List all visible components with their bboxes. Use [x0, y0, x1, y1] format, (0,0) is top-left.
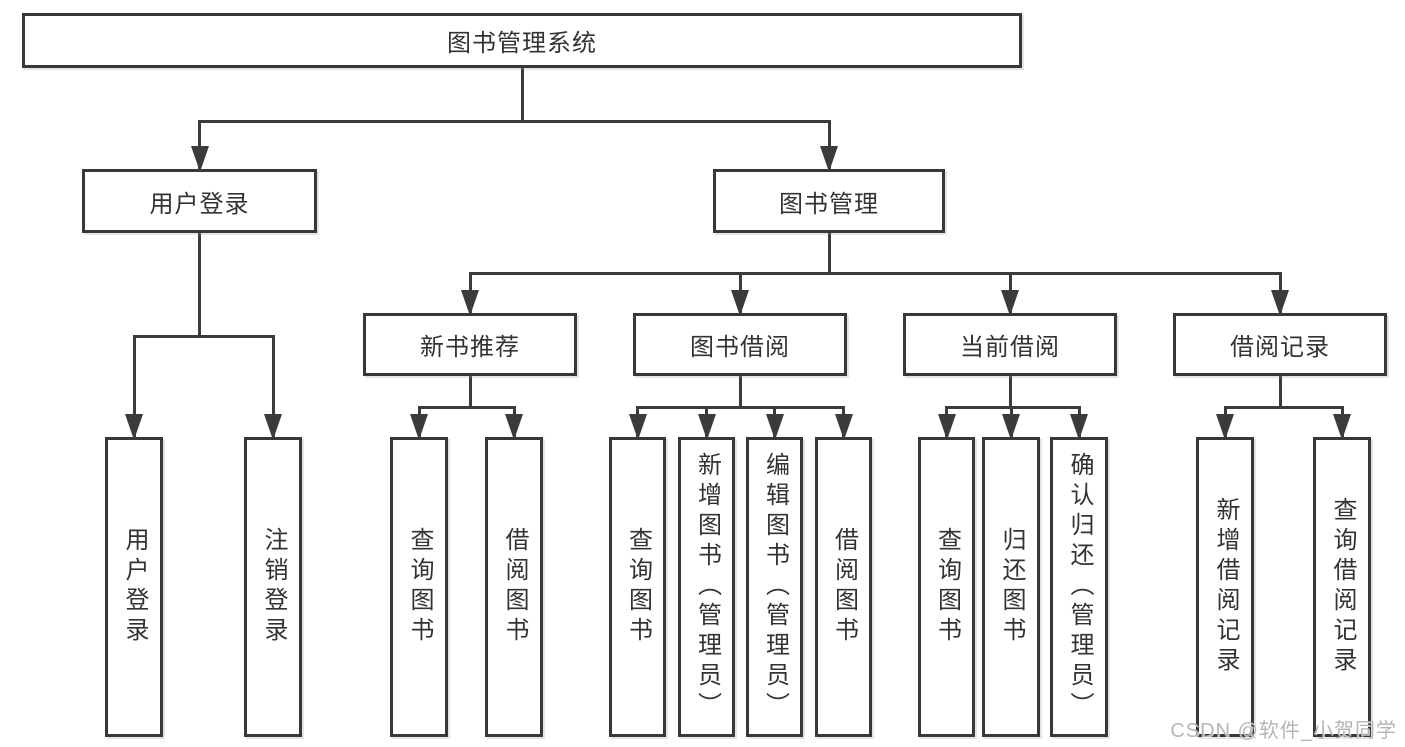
node-label-query-book-b: 查询图书 [624, 527, 652, 647]
node-add-book: 新增图书（管理员） [678, 437, 735, 737]
node-label-user-login: 用户登录 [149, 190, 250, 218]
node-label-borrow-hist: 借阅记录 [1230, 334, 1330, 361]
arrowhead-icon [820, 146, 838, 172]
csdn-watermark: CSDN @软件_小贺同学 [1170, 720, 1397, 742]
connector-stem-root [520, 68, 524, 123]
connector-drop-login [132, 334, 136, 437]
arrowhead-icon [731, 290, 749, 316]
connector-stem-cur-borrow [1008, 376, 1012, 409]
connector-stem-book-mgmt [827, 233, 831, 275]
node-label-login: 用户登录 [121, 527, 148, 647]
arrowhead-icon [190, 146, 209, 172]
arrowhead-icon [1216, 414, 1234, 440]
node-user-login: 用户登录 [82, 169, 317, 233]
arrowhead-icon [505, 414, 523, 440]
arrowhead-icon [1271, 290, 1289, 316]
node-new-rec: 新书推荐 [363, 313, 577, 376]
node-label-book-borrow: 图书借阅 [690, 334, 790, 361]
node-label-new-rec: 新书推荐 [420, 334, 520, 361]
node-return-book: 归还图书 [982, 437, 1040, 737]
node-book-mgmt: 图书管理 [713, 169, 945, 233]
node-label-add-book: 新增图书（管理员） [693, 452, 721, 722]
arrowhead-icon [461, 290, 479, 316]
connector-stem-user-login [198, 233, 201, 338]
node-label-add-borrow-rec: 新增借阅记录 [1212, 497, 1239, 677]
connector-drop-logout [271, 334, 275, 437]
arrowhead-icon [1070, 414, 1088, 440]
connector-bar-book-mgmt [468, 271, 1282, 275]
arrowhead-icon [1001, 290, 1019, 316]
arrowhead-icon [1333, 414, 1351, 440]
node-book-borrow: 图书借阅 [633, 313, 847, 376]
node-edit-book: 编辑图书（管理员） [746, 437, 803, 737]
node-query-borrow-rec: 查询借阅记录 [1313, 437, 1371, 737]
node-label-book-mgmt: 图书管理 [779, 190, 879, 218]
node-label-logout: 注销登录 [260, 527, 287, 647]
node-borrow-book-a: 借阅图书 [485, 437, 543, 737]
connector-drop-book-mgmt [827, 119, 831, 169]
node-cur-borrow: 当前借阅 [903, 313, 1117, 376]
node-query-book-c: 查询图书 [918, 437, 975, 737]
node-root: 图书管理系统 [22, 13, 1022, 68]
node-label-borrow-book-b: 借阅图书 [830, 527, 858, 647]
connector-bar-user-login [132, 334, 275, 338]
arrowhead-icon [1002, 414, 1020, 440]
node-label-cur-borrow: 当前借阅 [960, 334, 1060, 361]
node-label-edit-book: 编辑图书（管理员） [761, 452, 789, 722]
connector-bar-borrow-hist [1223, 405, 1344, 409]
node-logout: 注销登录 [244, 437, 302, 737]
arrowhead-icon [410, 414, 428, 440]
node-label-root: 图书管理系统 [447, 30, 597, 57]
node-label-query-borrow-rec: 查询借阅记录 [1329, 497, 1356, 677]
connector-stem-book-borrow [738, 376, 742, 409]
connector-bar-root [198, 119, 831, 123]
arrowhead-icon [264, 414, 282, 440]
node-label-query-book-c: 查询图书 [933, 527, 961, 647]
arrowhead-icon [834, 414, 853, 440]
node-borrow-book-b: 借阅图书 [815, 437, 872, 737]
node-label-confirm-return: 确认归还（管理员） [1066, 452, 1093, 722]
connector-stem-new-rec [468, 376, 472, 409]
node-query-book-a: 查询图书 [390, 437, 448, 737]
node-query-book-b: 查询图书 [609, 437, 666, 737]
connector-bar-book-borrow [636, 405, 845, 409]
node-login: 用户登录 [105, 437, 163, 737]
node-label-query-book-a: 查询图书 [406, 527, 433, 647]
arrowhead-icon [765, 414, 784, 440]
node-label-borrow-book-a: 借阅图书 [501, 527, 528, 647]
node-label-return-book: 归还图书 [998, 527, 1025, 647]
connector-bar-cur-borrow [945, 405, 1081, 409]
connector-bar-new-rec [417, 405, 516, 409]
node-confirm-return: 确认归还（管理员） [1050, 437, 1108, 737]
node-borrow-hist: 借阅记录 [1173, 313, 1387, 376]
node-add-borrow-rec: 新增借阅记录 [1196, 437, 1254, 737]
arrowhead-icon [937, 414, 956, 440]
arrowhead-icon [697, 414, 716, 440]
connector-stem-borrow-hist [1278, 376, 1282, 409]
connector-drop-user-login [198, 119, 201, 169]
arrowhead-icon [628, 414, 647, 440]
arrowhead-icon [125, 414, 143, 440]
